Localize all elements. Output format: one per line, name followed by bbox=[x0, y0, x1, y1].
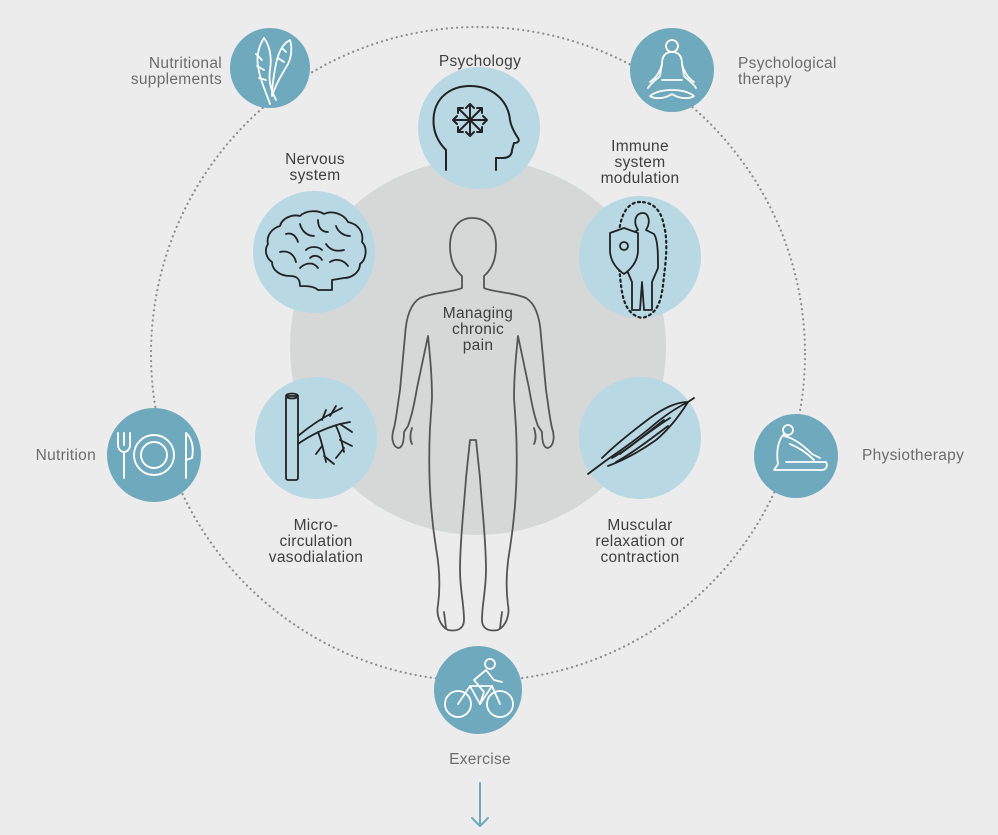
nervous-label: Nervous system bbox=[245, 152, 385, 184]
immune-label-line: Immune bbox=[611, 138, 669, 155]
muscular-node bbox=[579, 377, 701, 499]
muscular-label-line: Muscular bbox=[607, 517, 673, 534]
dotted-ring bbox=[149, 25, 807, 683]
nervous-label-line: Nervous bbox=[285, 151, 345, 168]
nutritional-supplements-label-line: supplements bbox=[130, 71, 222, 88]
immune-node bbox=[579, 196, 701, 320]
nervous-label-line: system bbox=[289, 167, 341, 184]
psychological-therapy-node bbox=[630, 28, 714, 112]
muscle-fibers-icon bbox=[587, 397, 695, 475]
exercise-label-line: Exercise bbox=[449, 751, 511, 768]
nutrition-label-line: Nutrition bbox=[35, 447, 96, 464]
human-body-icon bbox=[391, 217, 555, 632]
psychology-label-line: Psychology bbox=[438, 53, 522, 70]
psychology-label: Psychology bbox=[405, 54, 555, 70]
stretching-icon bbox=[773, 424, 828, 471]
down-arrow-icon bbox=[471, 782, 489, 827]
muscular-label-line: relaxation or bbox=[595, 533, 685, 550]
microcirculation-label-line: Micro- bbox=[293, 517, 339, 534]
immune-label-line: modulation bbox=[600, 170, 680, 187]
leaves-icon bbox=[255, 37, 293, 105]
psychological-therapy-label-line: therapy bbox=[738, 71, 792, 88]
nutrition-node bbox=[107, 408, 201, 502]
exercise-label: Exercise bbox=[420, 752, 540, 768]
physiotherapy-node bbox=[754, 414, 838, 498]
immune-label-line: system bbox=[614, 154, 666, 171]
nutritional-supplements-label-line: Nutritional bbox=[148, 55, 222, 72]
center-label-line: chronic bbox=[451, 321, 505, 338]
center-label: Managing chronic pain bbox=[418, 306, 538, 354]
fork-plate-knife-icon bbox=[117, 432, 194, 479]
meditation-icon bbox=[647, 39, 697, 100]
body-shield-icon bbox=[609, 200, 668, 320]
nutritional-supplements-node bbox=[230, 28, 310, 108]
blood-vessels-icon bbox=[285, 392, 353, 481]
head-arrows-icon bbox=[432, 85, 520, 171]
immune-label: Immune system modulation bbox=[560, 139, 720, 187]
psychological-therapy-label: Psychological therapy bbox=[738, 56, 898, 88]
center-label-line: pain bbox=[462, 337, 494, 354]
microcirculation-label: Micro- circulation vasodialation bbox=[236, 518, 396, 566]
microcirculation-label-line: circulation bbox=[279, 533, 353, 550]
physiotherapy-label: Physiotherapy bbox=[862, 448, 998, 464]
nutritional-supplements-label: Nutritional supplements bbox=[60, 56, 222, 88]
nutrition-label: Nutrition bbox=[0, 448, 96, 464]
microcirculation-node bbox=[255, 377, 377, 499]
central-disc bbox=[290, 159, 666, 535]
cyclist-icon bbox=[444, 658, 514, 718]
brain-icon bbox=[265, 210, 367, 291]
center-label-line: Managing bbox=[442, 305, 514, 322]
muscular-label: Muscular relaxation or contraction bbox=[560, 518, 720, 566]
psychological-therapy-label-line: Psychological bbox=[738, 55, 837, 72]
exercise-node bbox=[434, 646, 522, 734]
physiotherapy-label-line: Physiotherapy bbox=[862, 447, 965, 464]
nervous-node bbox=[253, 191, 375, 313]
muscular-label-line: contraction bbox=[600, 549, 680, 566]
psychology-node bbox=[418, 67, 540, 189]
microcirculation-label-line: vasodialation bbox=[268, 549, 364, 566]
